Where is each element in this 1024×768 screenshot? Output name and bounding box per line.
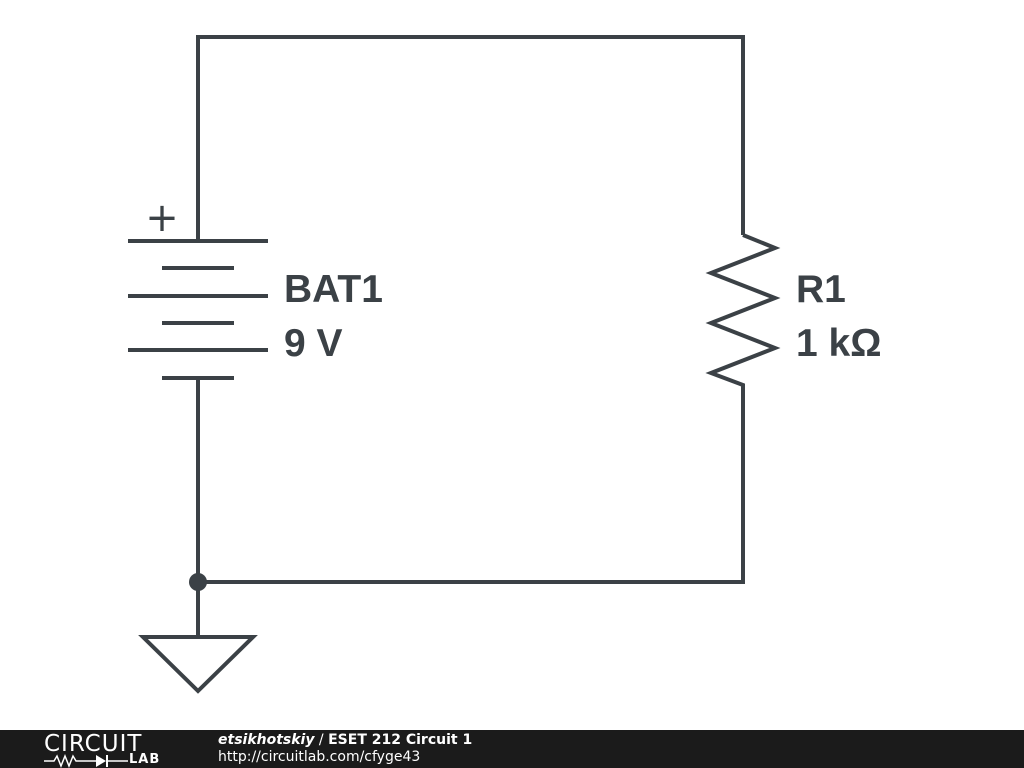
battery-plus-symbol: + (145, 195, 179, 241)
resistor-ref-label: R1 (796, 268, 846, 311)
wire-bottom (198, 387, 745, 584)
junction-dot (189, 573, 207, 591)
circuit-meta-title: etsikhotskiy / ESET 212 Circuit 1 (218, 732, 472, 749)
title-separator: / (314, 732, 329, 748)
battery-ref-label: BAT1 (284, 268, 383, 311)
resistor-value-label: 1 kΩ (796, 322, 881, 365)
circuit-url[interactable]: http://circuitlab.com/cfyge43 (218, 749, 421, 765)
ground-symbol (138, 635, 258, 694)
logo-text-bottom: LAB (129, 752, 161, 767)
wire-top (196, 35, 745, 241)
footer-bar: CIRCUIT LAB etsikhotskiy / ESET 212 Circ… (0, 730, 1024, 768)
resistor-zigzag (705, 233, 781, 387)
circuitlab-logo[interactable]: CIRCUIT LAB (44, 732, 174, 768)
logo-text-top: CIRCUIT (44, 731, 143, 757)
author-name[interactable]: etsikhotskiy (218, 732, 315, 748)
logo-wave-icon (44, 754, 128, 768)
circuit-title[interactable]: ESET 212 Circuit 1 (328, 732, 473, 748)
battery-value-label: 9 V (284, 322, 343, 365)
